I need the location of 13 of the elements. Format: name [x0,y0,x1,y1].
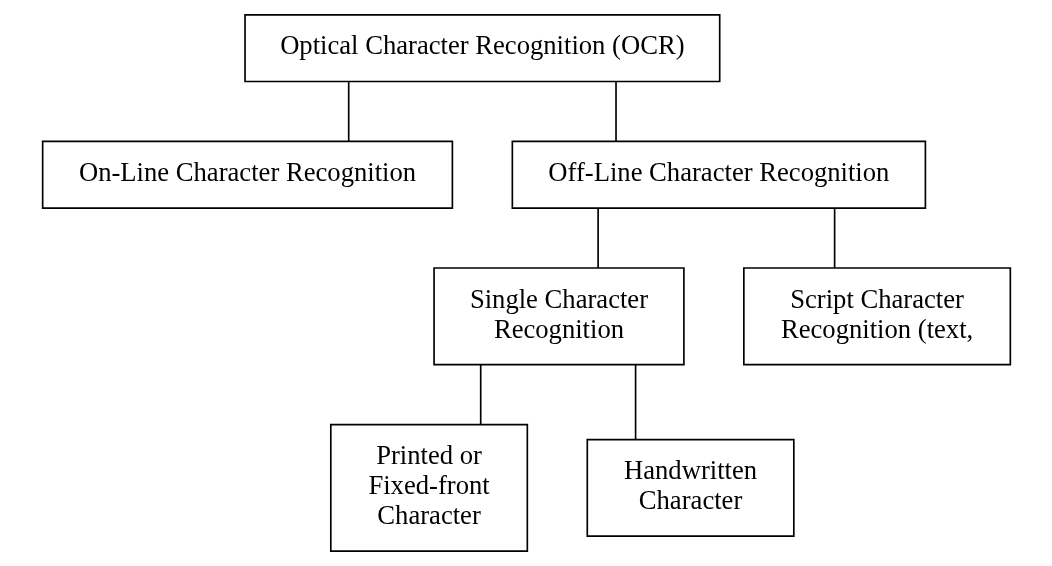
node-box: On-Line Character Recognition [41,140,453,209]
connector [634,364,636,440]
node-box: Script Character Recognition (text, [742,267,1011,366]
connector [614,81,617,142]
connector [347,81,350,142]
connector [479,364,482,426]
node-box: Optical Character Recognition (OCR) [243,14,721,83]
node-box: Handwritten Character [585,438,795,537]
node-box: Printed or Fixed-front Character [329,423,528,552]
node-box: Single Character Recognition [432,267,685,366]
connector [833,207,835,269]
node-box: Off-Line Character Recognition [511,140,926,209]
connector [596,207,599,269]
